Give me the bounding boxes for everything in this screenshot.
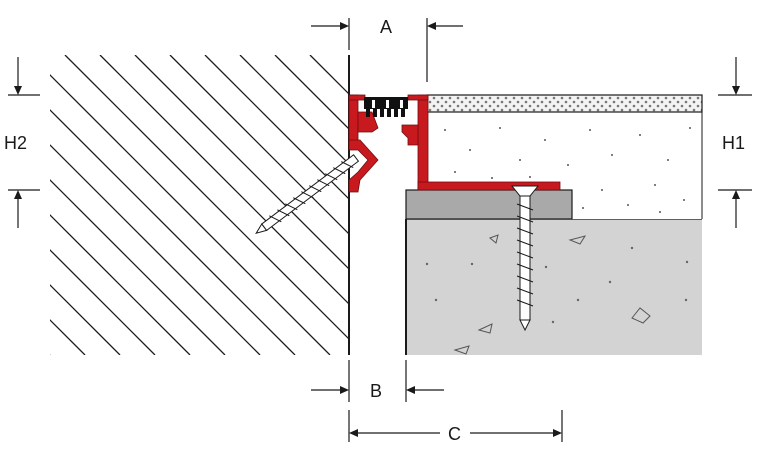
bedding-block xyxy=(405,189,573,220)
aluminium-profile xyxy=(348,94,561,193)
dimension-a xyxy=(311,18,463,82)
wall-anchor-screw-icon xyxy=(255,154,360,235)
dimension-h2 xyxy=(8,57,40,228)
floor-tile xyxy=(426,94,703,113)
dimension-b xyxy=(311,360,444,402)
dimension-c xyxy=(348,410,563,442)
concrete-slab xyxy=(405,218,702,355)
dimension-h1 xyxy=(718,57,752,228)
dimension-c-label: C xyxy=(448,424,461,444)
dimension-b-label: B xyxy=(370,381,382,401)
dimension-a-label: A xyxy=(380,17,392,37)
mortar-screed-layer xyxy=(444,112,703,219)
dimension-h1-label: H1 xyxy=(722,133,745,153)
countersunk-screw-icon xyxy=(510,185,540,332)
dimension-h2-label: H2 xyxy=(4,133,27,153)
wall-hatching xyxy=(50,55,349,355)
